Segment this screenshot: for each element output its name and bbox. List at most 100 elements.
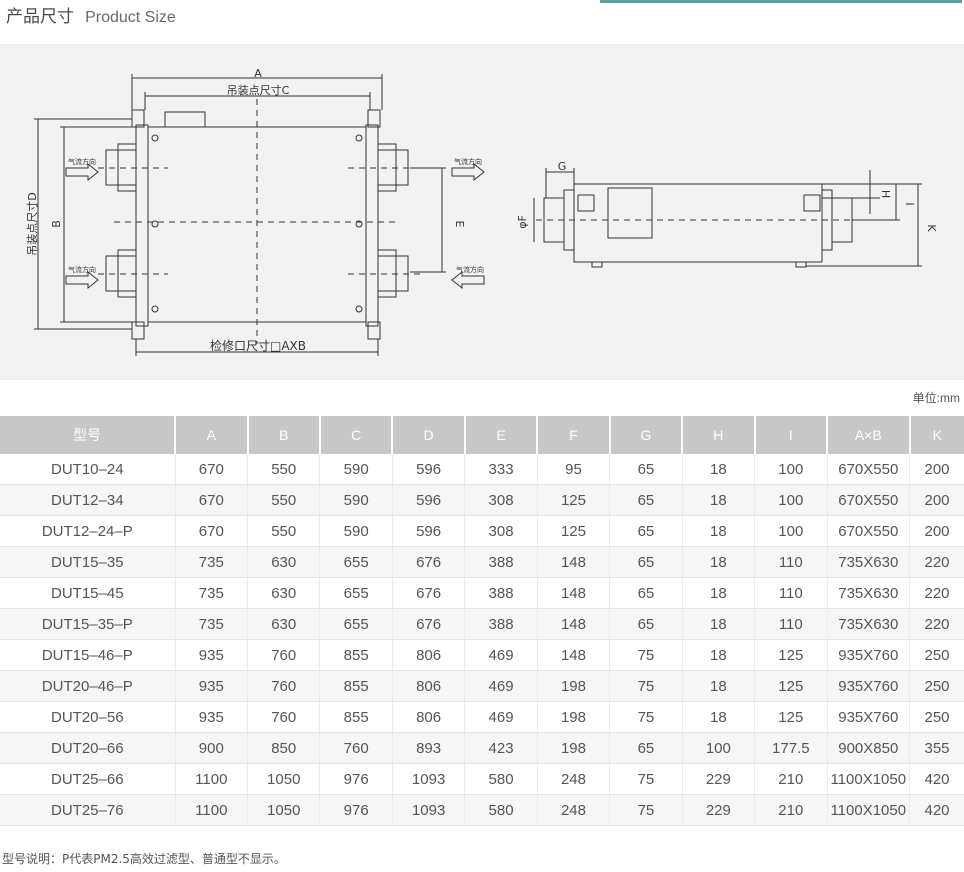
value-cell: 229 xyxy=(682,763,756,795)
value-cell: 148 xyxy=(537,608,611,640)
value-cell: 1100 xyxy=(175,794,249,826)
value-cell: 850 xyxy=(247,732,321,764)
value-cell: 1050 xyxy=(247,763,321,795)
airflow-label-3: 气流方向 xyxy=(454,157,482,166)
value-cell: 469 xyxy=(464,670,538,702)
model-cell: DUT10–24 xyxy=(0,454,176,485)
value-cell: 388 xyxy=(464,608,538,640)
model-cell: DUT15–35–P xyxy=(0,608,176,640)
value-cell: 1093 xyxy=(392,763,466,795)
airflow-label-1: 气流方向 xyxy=(68,157,96,166)
model-cell: DUT25–66 xyxy=(0,763,176,795)
value-cell: 630 xyxy=(247,546,321,578)
dim-label-b: B xyxy=(50,220,63,228)
value-cell: 110 xyxy=(754,577,828,609)
value-cell: 1100X1050 xyxy=(827,763,911,795)
value-cell: 100 xyxy=(754,515,828,547)
value-cell: 18 xyxy=(682,515,756,547)
value-cell: 935X760 xyxy=(827,670,911,702)
dim-label-h: H xyxy=(879,190,892,198)
value-cell: 935 xyxy=(175,670,249,702)
value-cell: 355 xyxy=(909,732,964,764)
value-cell: 75 xyxy=(609,701,683,733)
value-cell: 200 xyxy=(909,515,964,547)
value-cell: 550 xyxy=(247,515,321,547)
value-cell: 75 xyxy=(609,794,683,826)
value-cell: 855 xyxy=(319,701,393,733)
dim-label-f: φF xyxy=(516,215,529,229)
value-cell: 670X550 xyxy=(827,454,911,485)
value-cell: 1050 xyxy=(247,794,321,826)
airflow-label-2: 气流方向 xyxy=(68,265,96,274)
section-title: 产品尺寸 Product Size xyxy=(6,2,176,27)
value-cell: 855 xyxy=(319,670,393,702)
value-cell: 100 xyxy=(754,454,828,485)
value-cell: 735 xyxy=(175,608,249,640)
value-cell: 670X550 xyxy=(827,484,911,516)
value-cell: 198 xyxy=(537,701,611,733)
value-cell: 125 xyxy=(754,670,828,702)
dim-label-c: 吊装点尺寸C xyxy=(227,83,290,97)
value-cell: 75 xyxy=(609,763,683,795)
value-cell: 100 xyxy=(754,484,828,516)
value-cell: 125 xyxy=(754,701,828,733)
value-cell: 735X630 xyxy=(827,608,911,640)
value-cell: 18 xyxy=(682,546,756,578)
value-cell: 198 xyxy=(537,670,611,702)
model-cell: DUT15–46–P xyxy=(0,639,176,671)
col-header-a: A xyxy=(175,416,249,454)
value-cell: 95 xyxy=(537,454,611,485)
model-cell: DUT12–34 xyxy=(0,484,176,516)
value-cell: 210 xyxy=(754,763,828,795)
value-cell: 220 xyxy=(909,577,964,609)
value-cell: 148 xyxy=(537,546,611,578)
value-cell: 469 xyxy=(464,639,538,671)
value-cell: 75 xyxy=(609,639,683,671)
col-header-i: I xyxy=(754,416,829,454)
value-cell: 388 xyxy=(464,577,538,609)
value-cell: 596 xyxy=(392,515,466,547)
col-header-e: E xyxy=(464,416,539,454)
value-cell: 806 xyxy=(392,639,466,671)
value-cell: 333 xyxy=(464,454,538,485)
dim-label-a: A xyxy=(254,67,262,80)
model-cell: DUT15–45 xyxy=(0,577,176,609)
value-cell: 1100X1050 xyxy=(827,794,911,826)
value-cell: 220 xyxy=(909,546,964,578)
value-cell: 935X760 xyxy=(827,701,911,733)
value-cell: 596 xyxy=(392,454,466,485)
value-cell: 1100 xyxy=(175,763,249,795)
value-cell: 110 xyxy=(754,546,828,578)
value-cell: 590 xyxy=(319,454,393,485)
value-cell: 18 xyxy=(682,454,756,485)
dim-label-access: 检修口尺寸□AXB xyxy=(210,338,306,353)
value-cell: 935 xyxy=(175,639,249,671)
value-cell: 110 xyxy=(754,608,828,640)
value-cell: 590 xyxy=(319,484,393,516)
value-cell: 760 xyxy=(247,639,321,671)
value-cell: 550 xyxy=(247,484,321,516)
value-cell: 550 xyxy=(247,454,321,485)
value-cell: 580 xyxy=(464,794,538,826)
value-cell: 1093 xyxy=(392,794,466,826)
col-header-f: F xyxy=(537,416,611,454)
value-cell: 125 xyxy=(537,515,611,547)
value-cell: 735X630 xyxy=(827,577,911,609)
value-cell: 655 xyxy=(319,546,393,578)
value-cell: 596 xyxy=(392,484,466,516)
value-cell: 900X850 xyxy=(827,732,911,764)
value-cell: 893 xyxy=(392,732,466,764)
value-cell: 630 xyxy=(247,608,321,640)
col-header-d: D xyxy=(392,416,466,454)
unit-body-sideview xyxy=(573,183,823,263)
value-cell: 18 xyxy=(682,608,756,640)
value-cell: 18 xyxy=(682,577,756,609)
value-cell: 976 xyxy=(319,763,393,795)
value-cell: 388 xyxy=(464,546,538,578)
dim-label-i: I xyxy=(903,202,916,205)
